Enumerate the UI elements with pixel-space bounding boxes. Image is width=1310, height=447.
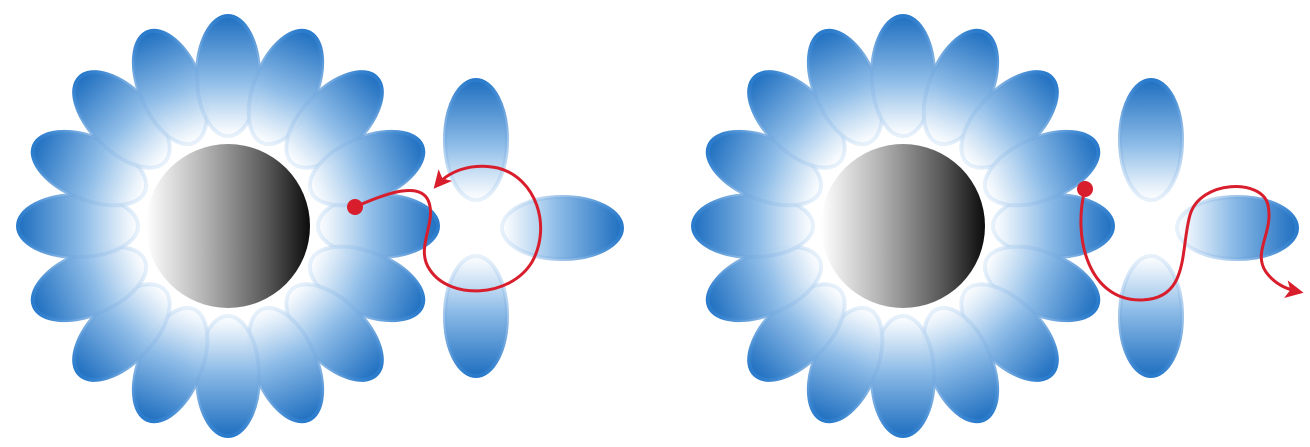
left-loose-lobe-right-shape [502,197,622,259]
left-loose-lobe-bottom [445,256,507,376]
panel-left [18,16,622,436]
right-loose-lobe-top-shape [1120,80,1182,200]
right-loose-lobe-bottom [1120,256,1182,376]
left-loose-lobe-bottom-shape [445,256,507,376]
right-central-sphere [821,144,985,308]
left-loose-lobe-top-shape [445,80,507,200]
right-loose-lobe-bottom-shape [1120,256,1182,376]
left-central-sphere [146,144,310,308]
right-loose-lobe-top [1120,80,1182,200]
panel-right [693,16,1300,436]
left-loose-lobe-top [445,80,507,200]
left-loose-lobe-right [502,197,622,259]
